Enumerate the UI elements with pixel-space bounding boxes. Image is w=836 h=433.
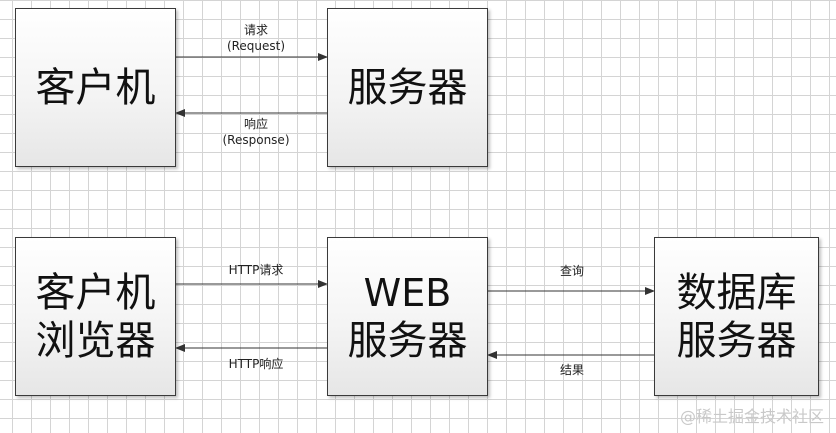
database-server-line1: 数据库 xyxy=(676,269,797,316)
client-box: 客户机 xyxy=(15,8,176,167)
web-server-line1: WEB xyxy=(363,270,452,315)
server-box: 服务器 xyxy=(327,8,488,167)
database-server-box: 数据库 服务器 xyxy=(654,237,819,396)
request-label: 请求 (Request) xyxy=(226,23,286,53)
client-browser-line1: 客户机 xyxy=(35,269,156,316)
http-request-label: HTTP请求 xyxy=(228,263,284,277)
query-label: 查询 xyxy=(559,264,584,278)
web-server-line2: 服务器 xyxy=(347,317,468,364)
http-response-label: HTTP响应 xyxy=(228,357,284,371)
web-server-box: WEB 服务器 xyxy=(327,237,488,396)
watermark: @稀土掘金技术社区 xyxy=(679,407,824,426)
client-browser-box: 客户机 浏览器 xyxy=(15,237,176,396)
client-browser-line2: 浏览器 xyxy=(35,317,156,364)
database-server-line2: 服务器 xyxy=(676,317,797,364)
client-label: 客户机 xyxy=(35,64,156,111)
response-label: 响应 (Response) xyxy=(222,117,290,147)
server-label: 服务器 xyxy=(347,64,468,111)
result-label: 结果 xyxy=(559,363,584,377)
